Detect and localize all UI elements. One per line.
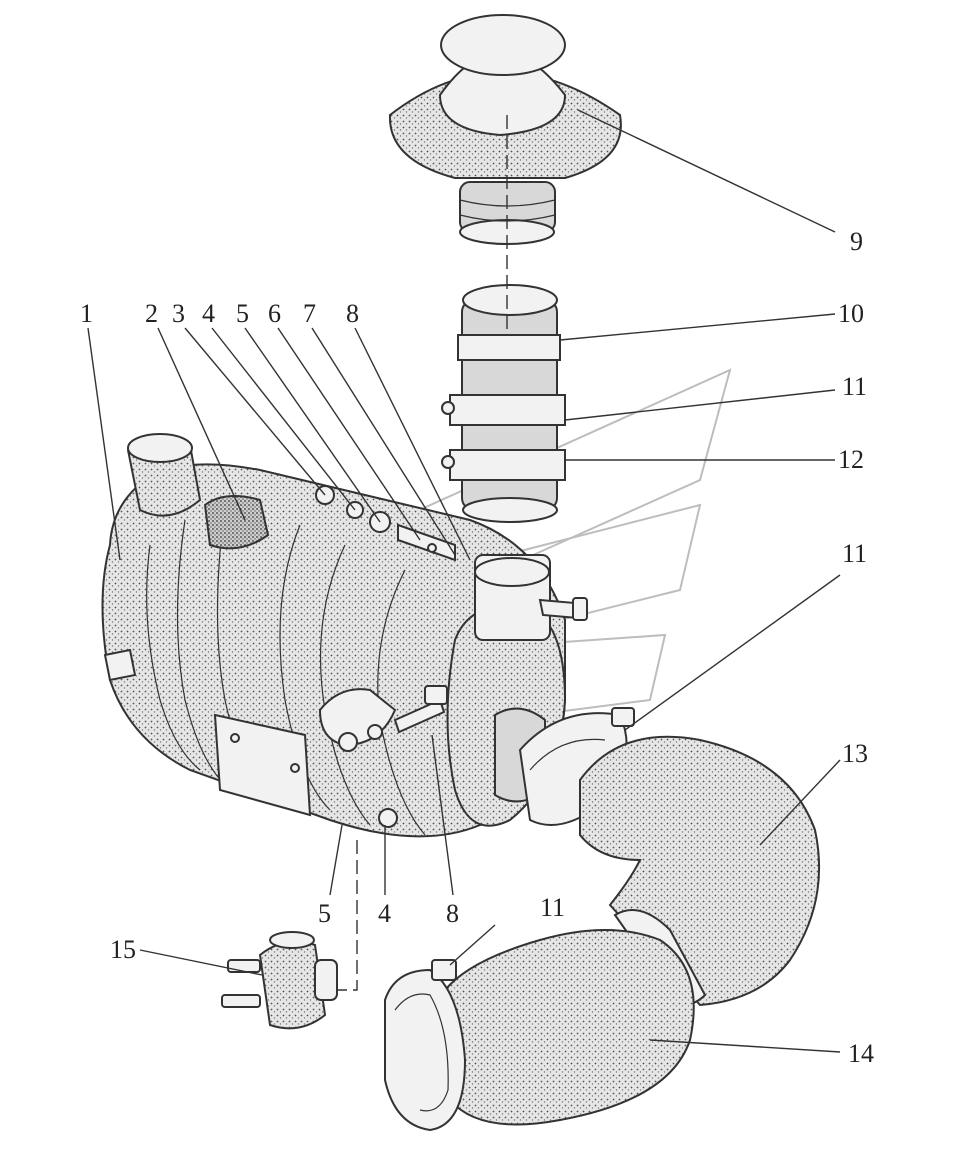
callout-4-bottom: 4 (378, 899, 391, 928)
callout-5-top: 5 (236, 299, 249, 328)
callout-13: 13 (842, 739, 868, 768)
precleaner-cap (388, 14, 622, 245)
callout-3: 3 (172, 299, 185, 328)
callout-10: 10 (838, 299, 864, 328)
restriction-sensor (221, 931, 338, 1030)
callout-12: 12 (838, 445, 864, 474)
callout-8-bottom: 8 (446, 899, 459, 928)
lower-hose (384, 929, 695, 1132)
callout-2: 2 (145, 299, 158, 328)
callout-15: 15 (110, 935, 136, 964)
callout-8-top: 8 (346, 299, 359, 328)
callout-labels: 1 2 3 4 5 6 7 8 9 10 11 12 11 13 5 4 8 1… (80, 227, 874, 1068)
callout-4-top: 4 (202, 299, 215, 328)
callout-9: 9 (850, 227, 863, 256)
connecting-pipe (441, 284, 566, 523)
callout-5-bottom: 5 (318, 899, 331, 928)
callout-11-upper: 11 (842, 372, 867, 401)
callout-14: 14 (848, 1039, 874, 1068)
callout-11-outlet: 11 (842, 539, 867, 568)
callout-11-lower: 11 (540, 893, 565, 922)
callout-6: 6 (268, 299, 281, 328)
fasteners (315, 485, 588, 828)
assembly-axes (337, 115, 508, 991)
leader-lines (87, 109, 841, 1053)
callout-1: 1 (80, 299, 93, 328)
callout-7: 7 (303, 299, 316, 328)
